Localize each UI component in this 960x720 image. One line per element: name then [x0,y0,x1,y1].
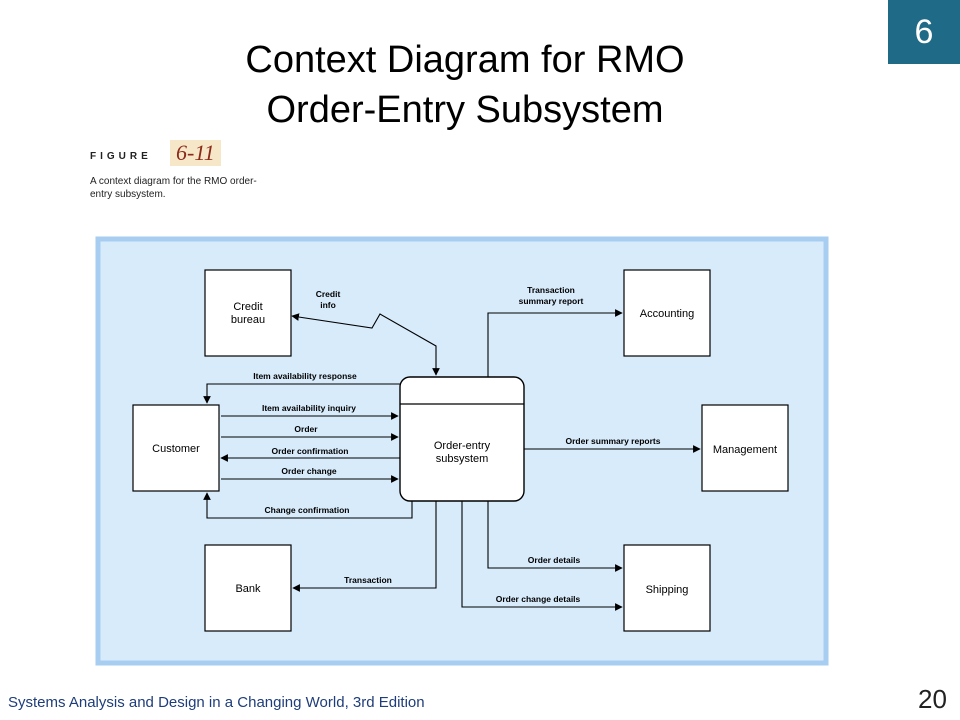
credit-bureau-label-1: Credit [233,301,262,313]
bank-box [204,544,292,632]
management-box [701,404,789,492]
credit-info-label-2: info [320,300,336,310]
credit-info-label-1: Credit [316,289,341,299]
page-title-line-1: Context Diagram for RMO [245,39,685,81]
item-availability-response-flow [203,383,400,404]
shipping-box [623,544,711,632]
order-confirmation-label: Order confirmation [272,446,349,456]
process-label-2: subsystem [436,453,489,465]
order-change-label: Order change [281,466,337,476]
item-availability-inquiry-label: Item availability inquiry [262,403,356,413]
change-confirmation-flow [203,492,413,519]
order-summary-reports-label: Order summary reports [566,436,661,446]
footer-book-title: Systems Analysis and Design in a Changin… [8,694,425,711]
credit-bureau-label-2: bureau [231,314,265,326]
order-change-details-flow [461,501,623,611]
order-entry-process [399,376,525,502]
order-change-details-label: Order change details [496,594,581,604]
accounting-box [623,269,711,357]
process-label-1: Order-entry [434,440,491,452]
order-details-flow [487,501,623,572]
accounting-label: Accounting [640,308,694,320]
change-confirmation-label: Change confirmation [264,505,349,515]
transaction-summary-label-1: Transaction [527,285,575,295]
transaction-flow [292,501,437,592]
figure-caption: A context diagram for the RMO order-entr… [90,176,257,200]
order-label: Order [294,424,318,434]
order-details-label: Order details [528,555,581,565]
transaction-summary-label-2: summary report [519,296,584,306]
credit-info-flow [291,313,440,376]
transaction-summary-flow [487,309,623,377]
page-number: 20 [918,684,947,714]
figure-number: 6-11 [170,140,221,166]
item-availability-response-label: Item availability response [253,371,357,381]
bank-label: Bank [235,583,261,595]
figure-label: FIGURE [90,151,152,162]
shipping-label: Shipping [646,584,689,596]
chapter-badge: 6 [888,0,960,64]
customer-label: Customer [152,443,200,455]
credit-bureau-box [204,269,292,357]
customer-box [132,404,220,492]
management-label: Management [713,444,777,456]
transaction-label: Transaction [344,575,392,585]
page-title-line-2: Order-Entry Subsystem [266,89,664,131]
